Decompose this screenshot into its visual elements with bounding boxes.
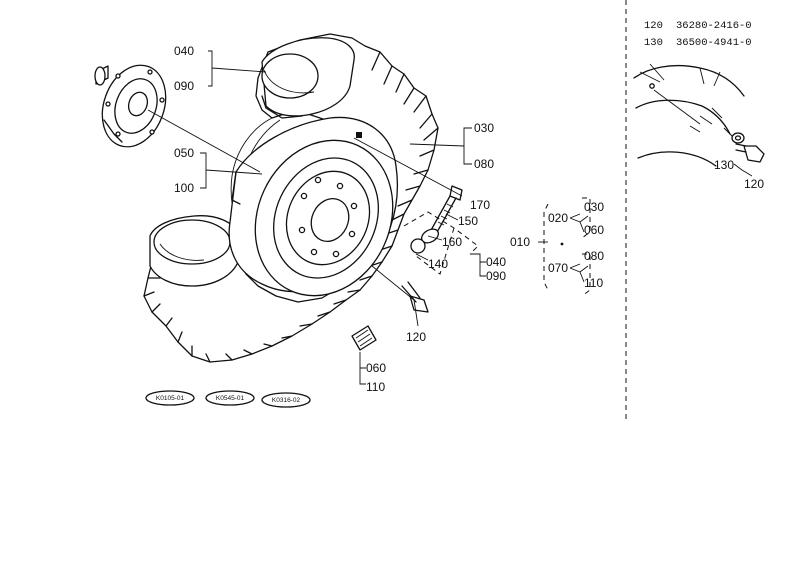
callout-060-group: 060	[584, 223, 604, 237]
callout-080-group: 080	[584, 249, 604, 263]
callout-170: 170	[470, 198, 490, 212]
table-partno-130: 36500-4941-0	[676, 37, 752, 49]
callout-040-top: 040	[174, 44, 194, 58]
callout-140: 140	[428, 257, 448, 271]
table-ref-130: 130	[644, 37, 663, 49]
callout-150: 150	[458, 214, 478, 228]
callout-120-lower: 120	[406, 330, 426, 344]
callout-030-right: 030	[474, 121, 494, 135]
callout-090-mid: 090	[486, 269, 506, 283]
parts-number-table: 120 36280-2416-0 130 36500-4941-0	[644, 20, 752, 49]
valve-assembly	[410, 185, 463, 254]
reference-stamps: K0105-01 K0545-01 K0316-02	[145, 390, 311, 408]
table-ref-120: 120	[644, 20, 663, 32]
callout-160: 160	[442, 235, 462, 249]
callout-110-group: 110	[584, 276, 603, 290]
stamp-1: K0105-01	[156, 395, 185, 402]
stamp-3: K0316-02	[272, 397, 301, 404]
leader-lines	[147, 50, 591, 385]
stamp-2: K0545-01	[216, 395, 245, 402]
callout-100: 100	[174, 181, 194, 195]
callout-020: 020	[548, 211, 568, 225]
callout-130-inset: 130	[714, 158, 734, 172]
rim-disc	[228, 116, 399, 297]
callout-030-group: 030	[584, 200, 604, 214]
callout-080-right: 080	[474, 157, 494, 171]
callout-120-inset: 120	[744, 177, 764, 191]
callout-040-mid: 040	[486, 255, 506, 269]
detail-inset	[625, 0, 765, 420]
tire-section-top	[261, 37, 355, 119]
table-partno-120: 36280-2416-0	[676, 20, 752, 32]
callout-110-lower: 110	[366, 380, 385, 394]
callout-050: 050	[174, 146, 194, 160]
lug-bolt	[401, 281, 429, 313]
repair-patch	[351, 325, 377, 351]
callout-070: 070	[548, 261, 568, 275]
tire-section-bottom	[149, 215, 239, 287]
callout-010: 010	[510, 235, 530, 249]
callout-labels: 040 090 050 100 030 080 170 150 160 140 …	[174, 44, 764, 394]
wheel-hub	[94, 64, 167, 148]
callout-060-lower: 060	[366, 361, 386, 375]
callout-090-top: 090	[174, 79, 194, 93]
